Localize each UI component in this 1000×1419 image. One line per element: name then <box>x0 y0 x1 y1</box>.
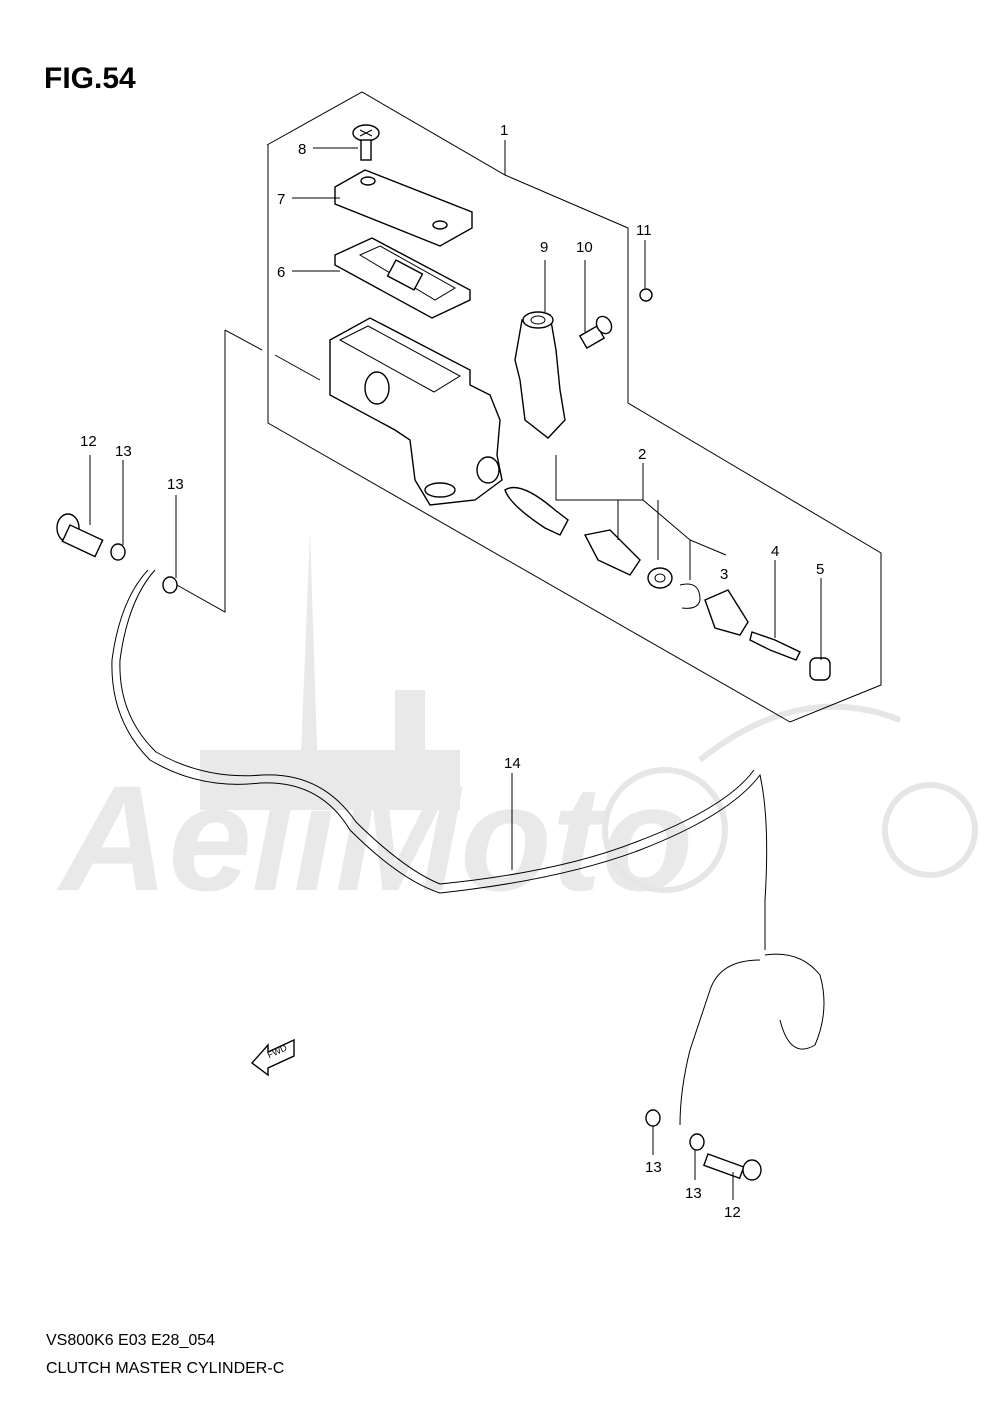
callout-12-upper: 12 <box>80 433 97 450</box>
callout-6: 6 <box>277 264 285 281</box>
screw-part-8 <box>352 124 380 161</box>
callout-13-upper-b: 13 <box>167 476 184 493</box>
callout-13-lower-a: 13 <box>645 1159 662 1176</box>
washer-part-13-upper-b <box>162 576 178 594</box>
clutch-hose-part-14 <box>111 569 825 1126</box>
watermark-text: AeliMoto <box>56 754 693 922</box>
leader-lines <box>89 140 822 1200</box>
callout-9: 9 <box>540 239 548 256</box>
callout-7: 7 <box>277 191 285 208</box>
callout-14: 14 <box>504 755 521 772</box>
callout-2: 2 <box>638 446 646 463</box>
push-rod-part-4 <box>749 631 801 661</box>
diagram-code: VS800K6 E03 E28_054 <box>46 1332 216 1349</box>
washer-part-13-lower-a <box>645 1109 661 1127</box>
callout-11: 11 <box>636 222 652 239</box>
callout-4: 4 <box>771 543 779 560</box>
diagram-name: CLUTCH MASTER CYLINDER-C <box>46 1360 285 1377</box>
reservoir-cap-part-7 <box>334 169 473 247</box>
callout-1: 1 <box>500 122 508 139</box>
assembly-frame <box>167 91 882 723</box>
callout-12-lower: 12 <box>724 1204 741 1221</box>
callout-labels: 1 2 3 4 5 6 7 8 9 10 11 12 13 13 14 13 1… <box>80 122 824 1221</box>
callout-13-upper-a: 13 <box>115 443 132 460</box>
union-bolt-part-12-upper <box>56 513 104 558</box>
figure-title: FIG.54 <box>44 62 136 95</box>
watermark: AeliMoto <box>56 530 978 922</box>
nut-part-5 <box>809 657 831 681</box>
piston-set-part-2 <box>504 486 701 609</box>
callout-10: 10 <box>576 239 593 256</box>
washer-part-13-upper-a <box>110 543 126 561</box>
master-cylinder-body <box>329 317 503 506</box>
callout-3: 3 <box>720 566 728 583</box>
parts-diagram: AeliMoto <box>56 91 978 1221</box>
boot-part-3 <box>704 589 749 636</box>
washer-part-13-lower-b <box>689 1133 705 1151</box>
callout-5: 5 <box>816 561 824 578</box>
union-bolt-part-12-lower <box>702 1153 762 1181</box>
lever-holder-part-9 <box>514 311 566 439</box>
diaphragm-part-6 <box>334 237 471 319</box>
callout-8: 8 <box>298 141 306 158</box>
forward-direction-arrow: FWD <box>250 1038 295 1077</box>
bolt-part-10 <box>578 315 613 350</box>
nut-part-11 <box>639 288 653 302</box>
callout-13-lower-b: 13 <box>685 1185 702 1202</box>
